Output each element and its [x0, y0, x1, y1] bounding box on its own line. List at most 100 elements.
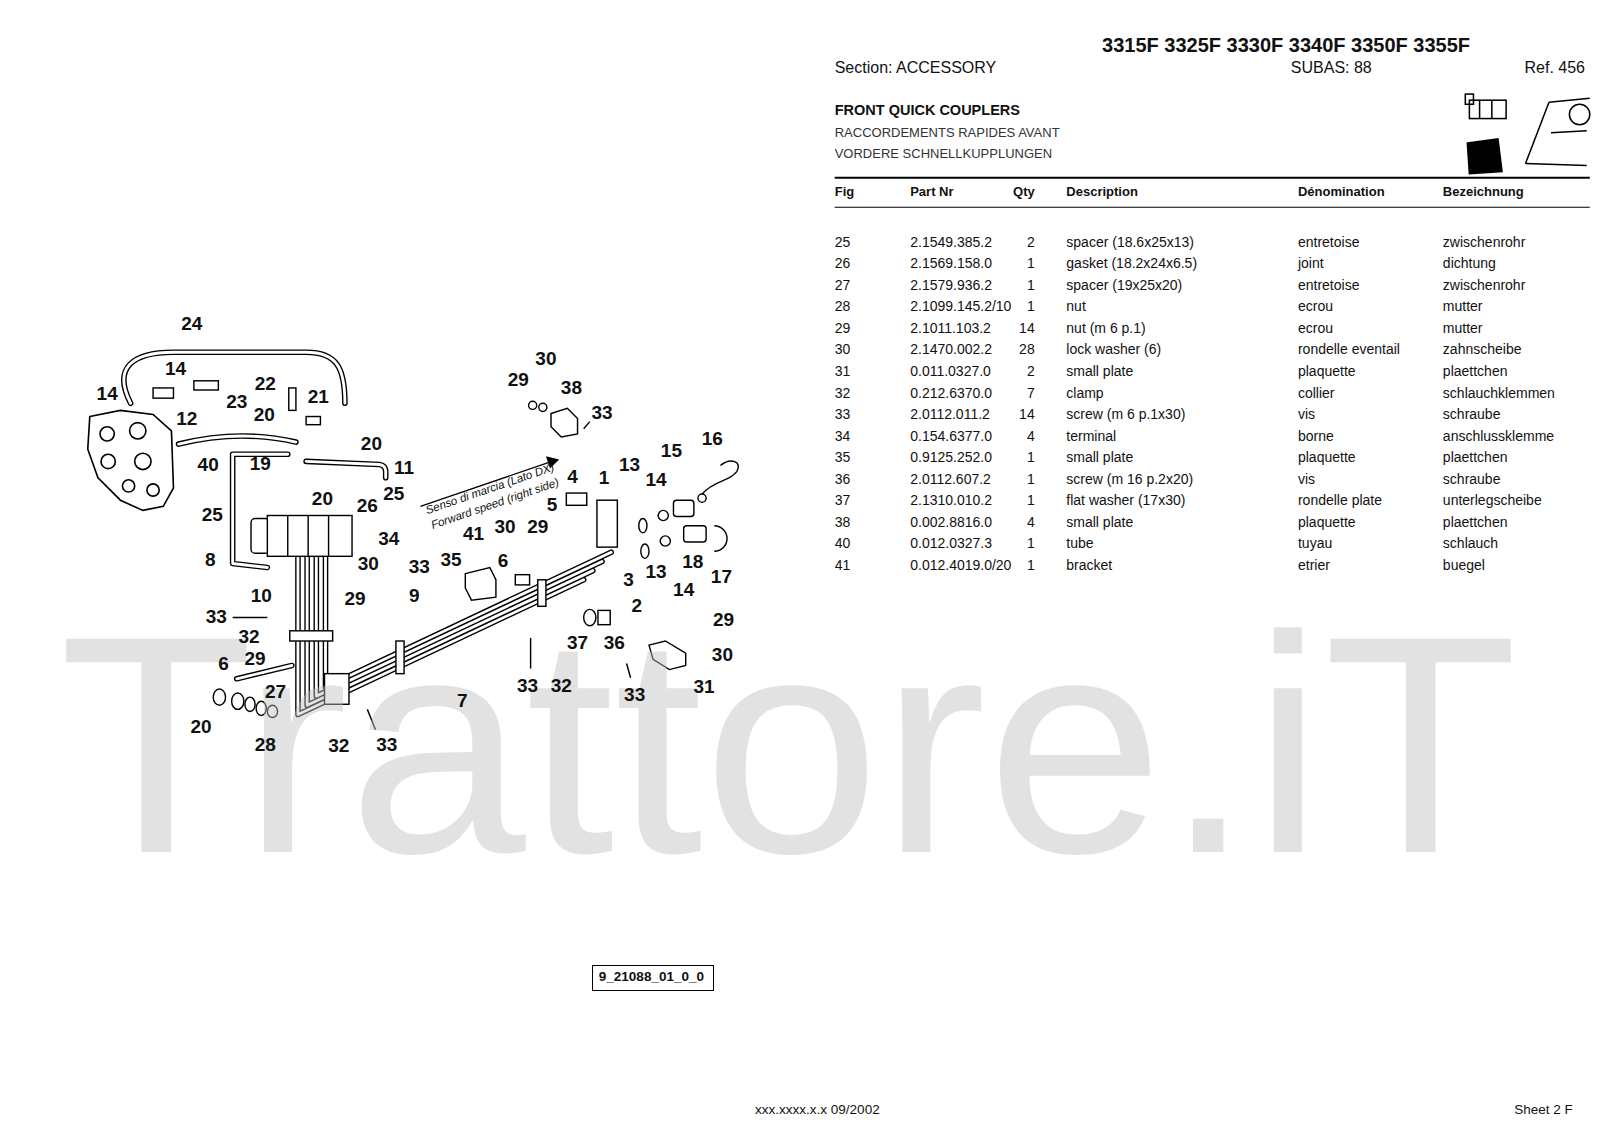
- drawing-number-box: 9_21088_01_0_0: [592, 965, 714, 991]
- bezeichnung-cell: schlauchklemmen: [1443, 385, 1555, 401]
- bezeichnung-cell: zwischenrohr: [1443, 277, 1525, 293]
- bezeichnung-cell: mutter: [1443, 320, 1483, 336]
- column-header: Fig: [835, 184, 855, 199]
- callout-number: 33: [206, 606, 227, 628]
- callout-number: 41: [463, 523, 484, 545]
- callout-number: 7: [457, 690, 468, 712]
- part-number-cell: 2.0112.011.2: [910, 406, 990, 422]
- callout-number: 35: [440, 549, 461, 571]
- callout-number: 26: [357, 495, 378, 517]
- fig-cell: 36: [835, 471, 851, 487]
- fig-cell: 35: [835, 449, 851, 465]
- denomination-cell: vis: [1298, 406, 1315, 422]
- title-french: RACCORDEMENTS RAPIDES AVANT: [835, 125, 1060, 140]
- callout-number: 14: [646, 469, 667, 491]
- callout-number: 25: [383, 483, 404, 505]
- callout-number: 15: [661, 440, 682, 462]
- callout-number: 5: [547, 494, 558, 516]
- callout-number: 19: [250, 453, 271, 475]
- footer-code: xxx.xxxx.x.x 09/2002: [755, 1102, 880, 1118]
- description-cell: tube: [1066, 535, 1093, 551]
- callout-number: 29: [245, 648, 266, 670]
- part-number-cell: 0.002.8816.0: [910, 514, 992, 530]
- qty-cell: 1: [1027, 255, 1035, 271]
- bezeichnung-cell: mutter: [1443, 298, 1483, 314]
- fig-cell: 40: [835, 535, 851, 551]
- callout-number: 29: [713, 609, 734, 631]
- callout-number: 6: [218, 653, 229, 675]
- description-cell: gasket (18.2x24x6.5): [1066, 255, 1197, 271]
- callout-number: 30: [712, 644, 733, 666]
- part-number-cell: 2.1310.010.2: [910, 492, 992, 508]
- qty-cell: 2: [1027, 363, 1035, 379]
- qty-cell: 14: [1019, 320, 1035, 336]
- bezeichnung-cell: schraube: [1443, 406, 1501, 422]
- callout-number: 10: [251, 585, 272, 607]
- bezeichnung-cell: plaettchen: [1443, 514, 1508, 530]
- callout-number: 20: [361, 433, 382, 455]
- callout-number: 33: [624, 684, 645, 706]
- denomination-cell: plaquette: [1298, 449, 1356, 465]
- callout-number: 32: [551, 675, 572, 697]
- bezeichnung-cell: zahnscheibe: [1443, 341, 1522, 357]
- callout-number: 33: [591, 402, 612, 424]
- fig-cell: 33: [835, 406, 851, 422]
- denomination-cell: rondelle eventail: [1298, 341, 1400, 357]
- description-cell: terminal: [1066, 428, 1116, 444]
- column-header: Qty: [1013, 184, 1035, 199]
- part-number-cell: 0.012.4019.0/20: [910, 557, 1011, 573]
- part-number-cell: 2.1470.002.2: [910, 341, 992, 357]
- callout-number: 14: [97, 383, 118, 405]
- denomination-cell: borne: [1298, 428, 1334, 444]
- description-cell: nut: [1066, 298, 1085, 314]
- callout-number: 33: [409, 556, 430, 578]
- callout-number: 12: [176, 408, 197, 430]
- bezeichnung-cell: anschlussklemme: [1443, 428, 1554, 444]
- fig-cell: 32: [835, 385, 851, 401]
- denomination-cell: plaquette: [1298, 514, 1356, 530]
- part-number-cell: 2.1579.936.2: [910, 277, 992, 293]
- fig-cell: 30: [835, 341, 851, 357]
- callout-number: 28: [255, 734, 276, 756]
- header-icon: [1465, 94, 1589, 174]
- callout-number: 30: [495, 516, 516, 538]
- part-number-cell: 0.012.0327.3: [910, 535, 992, 551]
- fig-cell: 41: [835, 557, 851, 573]
- section-name: Section: ACCESSORY: [835, 59, 997, 77]
- callout-number: 2: [631, 595, 642, 617]
- qty-cell: 1: [1027, 471, 1035, 487]
- denomination-cell: plaquette: [1298, 363, 1356, 379]
- denomination-cell: tuyau: [1298, 535, 1332, 551]
- fig-cell: 34: [835, 428, 851, 444]
- part-number-cell: 2.1569.158.0: [910, 255, 992, 271]
- column-header: Bezeichnung: [1443, 184, 1524, 199]
- callout-number: 16: [702, 428, 723, 450]
- denomination-cell: ecrou: [1298, 298, 1333, 314]
- drawing-number: 9_21088_01_0_0: [599, 969, 707, 985]
- part-number-cell: 0.212.6370.0: [910, 385, 992, 401]
- column-header: Dénomination: [1298, 184, 1385, 199]
- callout-number: 14: [165, 358, 186, 380]
- qty-cell: 28: [1019, 341, 1035, 357]
- description-cell: screw (m 16 p.2x20): [1066, 471, 1193, 487]
- description-cell: spacer (18.6x25x13): [1066, 234, 1194, 250]
- qty-cell: 1: [1027, 277, 1035, 293]
- callout-number: 4: [567, 466, 578, 488]
- description-cell: lock washer (6): [1066, 341, 1161, 357]
- callout-number: 20: [254, 404, 275, 426]
- description-cell: small plate: [1066, 363, 1133, 379]
- callout-number: 9: [409, 585, 420, 607]
- callout-number: 20: [312, 488, 333, 510]
- denomination-cell: entretoise: [1298, 234, 1359, 250]
- denomination-cell: rondelle plate: [1298, 492, 1382, 508]
- part-number-cell: 2.1549.385.2: [910, 234, 992, 250]
- fig-cell: 37: [835, 492, 851, 508]
- callout-number: 30: [358, 553, 379, 575]
- fig-cell: 27: [835, 277, 851, 293]
- part-number-cell: 2.1011.103.2: [910, 320, 991, 336]
- callout-number: 14: [673, 579, 694, 601]
- part-number-cell: 0.154.6377.0: [910, 428, 992, 444]
- description-cell: flat washer (17x30): [1066, 492, 1185, 508]
- denomination-cell: joint: [1298, 255, 1324, 271]
